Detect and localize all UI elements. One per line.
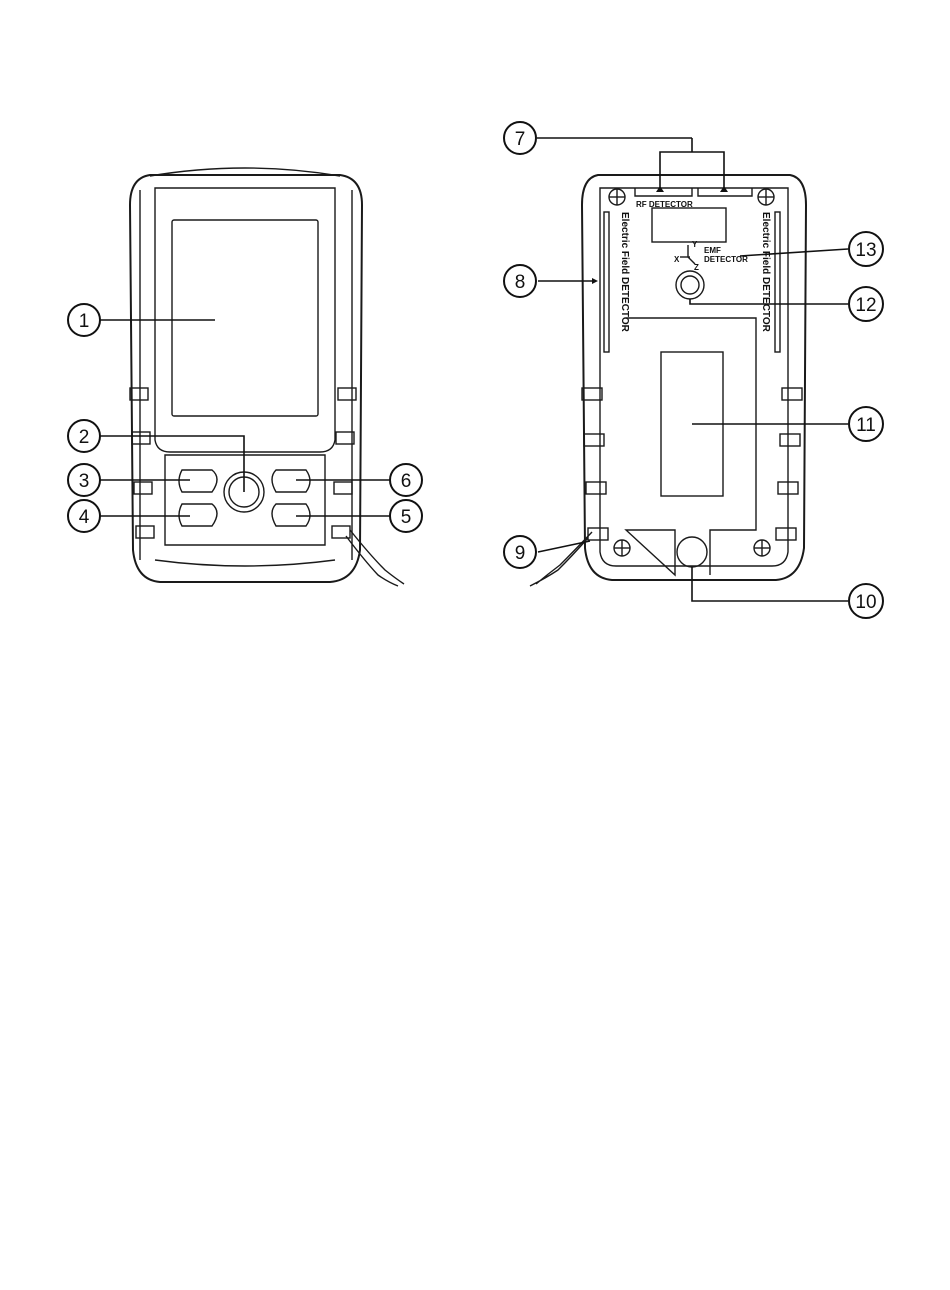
button-4 xyxy=(179,504,217,526)
callout-7: 7 xyxy=(504,122,536,154)
svg-text:7: 7 xyxy=(515,129,526,150)
electric-field-label-right: Electric Field DETECTOR xyxy=(760,212,771,333)
arrow-icon xyxy=(720,186,728,192)
emf-sensor-inner xyxy=(681,276,699,294)
keypad-panel xyxy=(165,455,325,545)
callout-13: 13 xyxy=(849,232,883,266)
callout-1: 1 xyxy=(68,304,100,336)
screw-icon xyxy=(754,540,770,556)
callout-6: 6 xyxy=(390,464,422,496)
callout-5: 5 xyxy=(390,500,422,532)
svg-text:9: 9 xyxy=(515,543,526,564)
svg-text:3: 3 xyxy=(79,471,90,492)
callout-11: 11 xyxy=(849,407,883,441)
callout-8: 8 xyxy=(504,265,536,297)
svg-text:1: 1 xyxy=(79,311,90,332)
rf-window xyxy=(652,208,726,242)
arrow-icon xyxy=(656,186,664,192)
arrow-icon xyxy=(592,278,598,284)
button-5 xyxy=(272,504,310,526)
axis-x-label: X xyxy=(674,255,680,264)
button-6 xyxy=(272,470,310,492)
back-body-outline xyxy=(582,175,806,580)
lcd-screen xyxy=(172,220,318,416)
svg-text:10: 10 xyxy=(855,592,876,613)
front-bottom-edge xyxy=(155,560,335,566)
button-3 xyxy=(179,470,217,492)
callout-4: 4 xyxy=(68,500,100,532)
electric-sensor-right xyxy=(775,212,780,352)
callout-3: 3 xyxy=(68,464,100,496)
callout-10: 10 xyxy=(849,584,883,618)
cover-latch xyxy=(677,537,707,567)
screw-icon xyxy=(609,189,625,205)
svg-text:6: 6 xyxy=(401,471,412,492)
back-view: RF DETECTOR Electric Field DETECTOR Elec… xyxy=(530,175,806,586)
svg-text:12: 12 xyxy=(855,295,876,316)
svg-text:2: 2 xyxy=(79,427,90,448)
screw-icon xyxy=(614,540,630,556)
svg-text:13: 13 xyxy=(855,240,876,261)
callout-2: 2 xyxy=(68,420,100,452)
emf-label: EMF xyxy=(704,246,721,255)
axis-z-label: Z xyxy=(694,263,699,272)
svg-text:11: 11 xyxy=(856,415,876,436)
svg-text:8: 8 xyxy=(515,272,526,293)
back-lanyard xyxy=(530,532,592,586)
callout-12: 12 xyxy=(849,287,883,321)
emf-sensor xyxy=(676,271,704,299)
axis-y-label: Y xyxy=(692,240,698,249)
back-side-grips xyxy=(582,388,802,540)
front-leaders xyxy=(100,320,390,516)
screw-icon xyxy=(758,189,774,205)
rf-sensor-strip xyxy=(635,188,752,196)
front-view xyxy=(130,168,404,586)
callout-9: 9 xyxy=(504,536,536,568)
svg-text:5: 5 xyxy=(401,507,412,528)
svg-text:4: 4 xyxy=(79,507,90,528)
front-lanyard xyxy=(346,530,404,586)
electric-field-label-left: Electric Field DETECTOR xyxy=(619,212,630,333)
electric-sensor-left xyxy=(604,212,609,352)
